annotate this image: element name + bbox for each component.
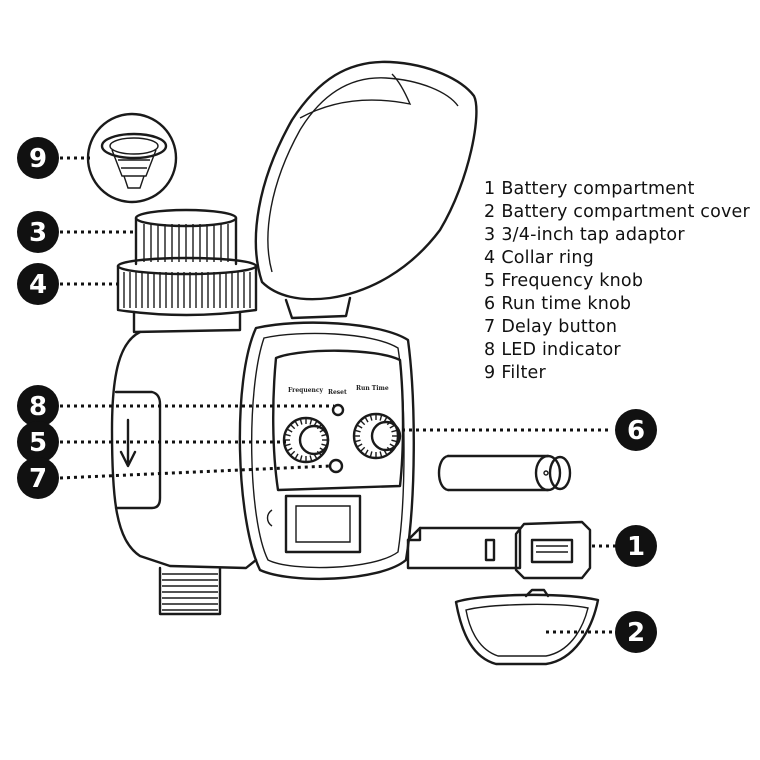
tap-adaptor-drawing xyxy=(134,208,238,266)
callout-2: 2 xyxy=(615,611,657,653)
frequency-label: Frequency xyxy=(288,387,324,394)
battery-cover-drawing xyxy=(454,588,600,666)
svg-text:2: 2 xyxy=(627,618,645,648)
svg-text:7: 7 xyxy=(29,464,47,494)
callout-4: 4 xyxy=(17,263,59,305)
callout-3: 3 xyxy=(17,211,59,253)
callout-6: 6 xyxy=(615,409,657,451)
reset-label: Reset xyxy=(328,389,347,396)
run-time-label: Run Time xyxy=(356,385,389,392)
callout-9: 9 xyxy=(17,137,59,179)
svg-text:6: 6 xyxy=(627,416,645,446)
callout-5: 5 xyxy=(17,421,59,463)
callout-7: 7 xyxy=(17,457,59,499)
svg-text:3: 3 xyxy=(29,218,47,248)
leader-lines xyxy=(59,156,616,634)
run-time-knob[interactable] xyxy=(352,412,402,460)
filter-detail xyxy=(86,112,178,204)
battery-compartment-drawing xyxy=(406,520,592,580)
svg-text:8: 8 xyxy=(29,392,47,422)
callout-1: 1 xyxy=(615,525,657,567)
callout-8: 8 xyxy=(17,385,59,427)
svg-text:5: 5 xyxy=(29,428,47,458)
led-indicator xyxy=(331,403,345,417)
batteries xyxy=(437,454,572,492)
svg-text:4: 4 xyxy=(29,270,47,300)
collar-ring-drawing xyxy=(116,256,258,334)
delay-button[interactable] xyxy=(328,458,344,474)
svg-text:1: 1 xyxy=(627,532,645,562)
svg-text:9: 9 xyxy=(29,144,47,174)
lid-outline xyxy=(254,60,478,320)
frequency-knob[interactable] xyxy=(282,416,330,464)
